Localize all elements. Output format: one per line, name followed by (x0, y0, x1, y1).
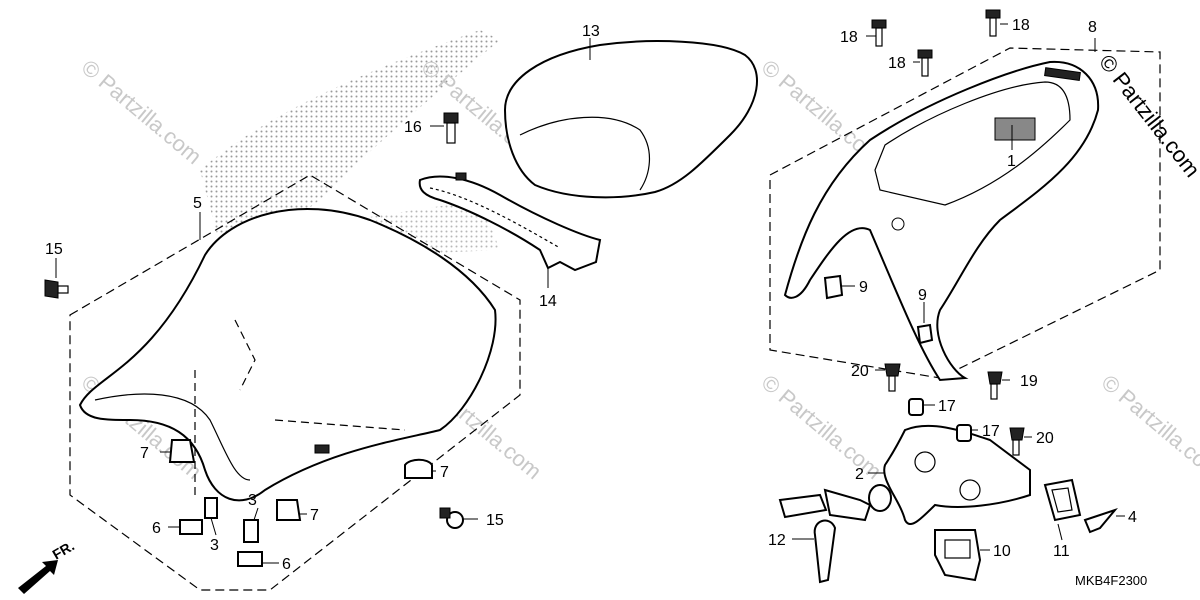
seat-cowl (783, 60, 1100, 382)
label-7-right: 7 (440, 464, 449, 481)
label-16: 16 (404, 119, 422, 136)
label-12: 12 (768, 532, 786, 549)
label-5: 5 (193, 195, 202, 212)
diagram-code: MKB4F2300 (1075, 573, 1147, 588)
rider-seat (78, 208, 497, 502)
label-11: 11 (1053, 543, 1070, 560)
clip-4 (1083, 507, 1119, 534)
label-17-left: 17 (938, 398, 956, 415)
fasteners (44, 9, 1025, 567)
lock-bracket (883, 424, 1031, 525)
label-4: 4 (1128, 509, 1137, 526)
label-9-left: 9 (859, 279, 868, 296)
label-15-top: 15 (45, 241, 63, 258)
seat-bracket (418, 172, 602, 272)
label-3-right: 3 (248, 492, 257, 509)
rider-seat-group-box (69, 174, 521, 591)
label-17-right: 17 (982, 423, 1000, 440)
cable-guide (934, 529, 982, 582)
label-1: 1 (1007, 153, 1016, 170)
label-7-left: 7 (140, 445, 149, 462)
part-labels: 13 5 15 16 14 7 7 7 6 6 3 3 15 8 18 18 1… (45, 17, 1147, 588)
label-18-b: 18 (1012, 17, 1030, 34)
label-14: 14 (539, 293, 557, 310)
passenger-seat (503, 40, 758, 199)
leader-lines (55, 23, 1125, 564)
key-set (778, 484, 892, 584)
watermark-7: © Partzilla.com (1097, 370, 1200, 484)
front-direction-arrow: FR. (18, 537, 77, 594)
label-20-left: 20 (851, 363, 869, 380)
front-label: FR. (50, 537, 78, 562)
watermark-brand: © Partzilla.com (1094, 50, 1200, 182)
label-3-left: 3 (210, 537, 219, 554)
rubber-11 (1043, 478, 1082, 522)
label-6-left: 6 (152, 520, 161, 537)
label-9-right: 9 (918, 287, 927, 304)
label-7-bottom: 7 (310, 507, 319, 524)
label-18-a: 18 (840, 29, 858, 46)
label-18-c: 18 (888, 55, 906, 72)
label-20-right: 20 (1036, 430, 1054, 447)
label-10: 10 (993, 543, 1011, 560)
label-8: 8 (1088, 19, 1097, 36)
seat-cowl-group-box (769, 47, 1161, 379)
label-19: 19 (1020, 373, 1038, 390)
label-15-bottom: 15 (486, 512, 504, 529)
label-2: 2 (855, 466, 864, 483)
watermark-6: © Partzilla.com (757, 370, 887, 484)
label-6-bottom: 6 (282, 556, 291, 573)
watermark-1: © Partzilla.com (77, 55, 207, 169)
label-13: 13 (582, 23, 600, 40)
